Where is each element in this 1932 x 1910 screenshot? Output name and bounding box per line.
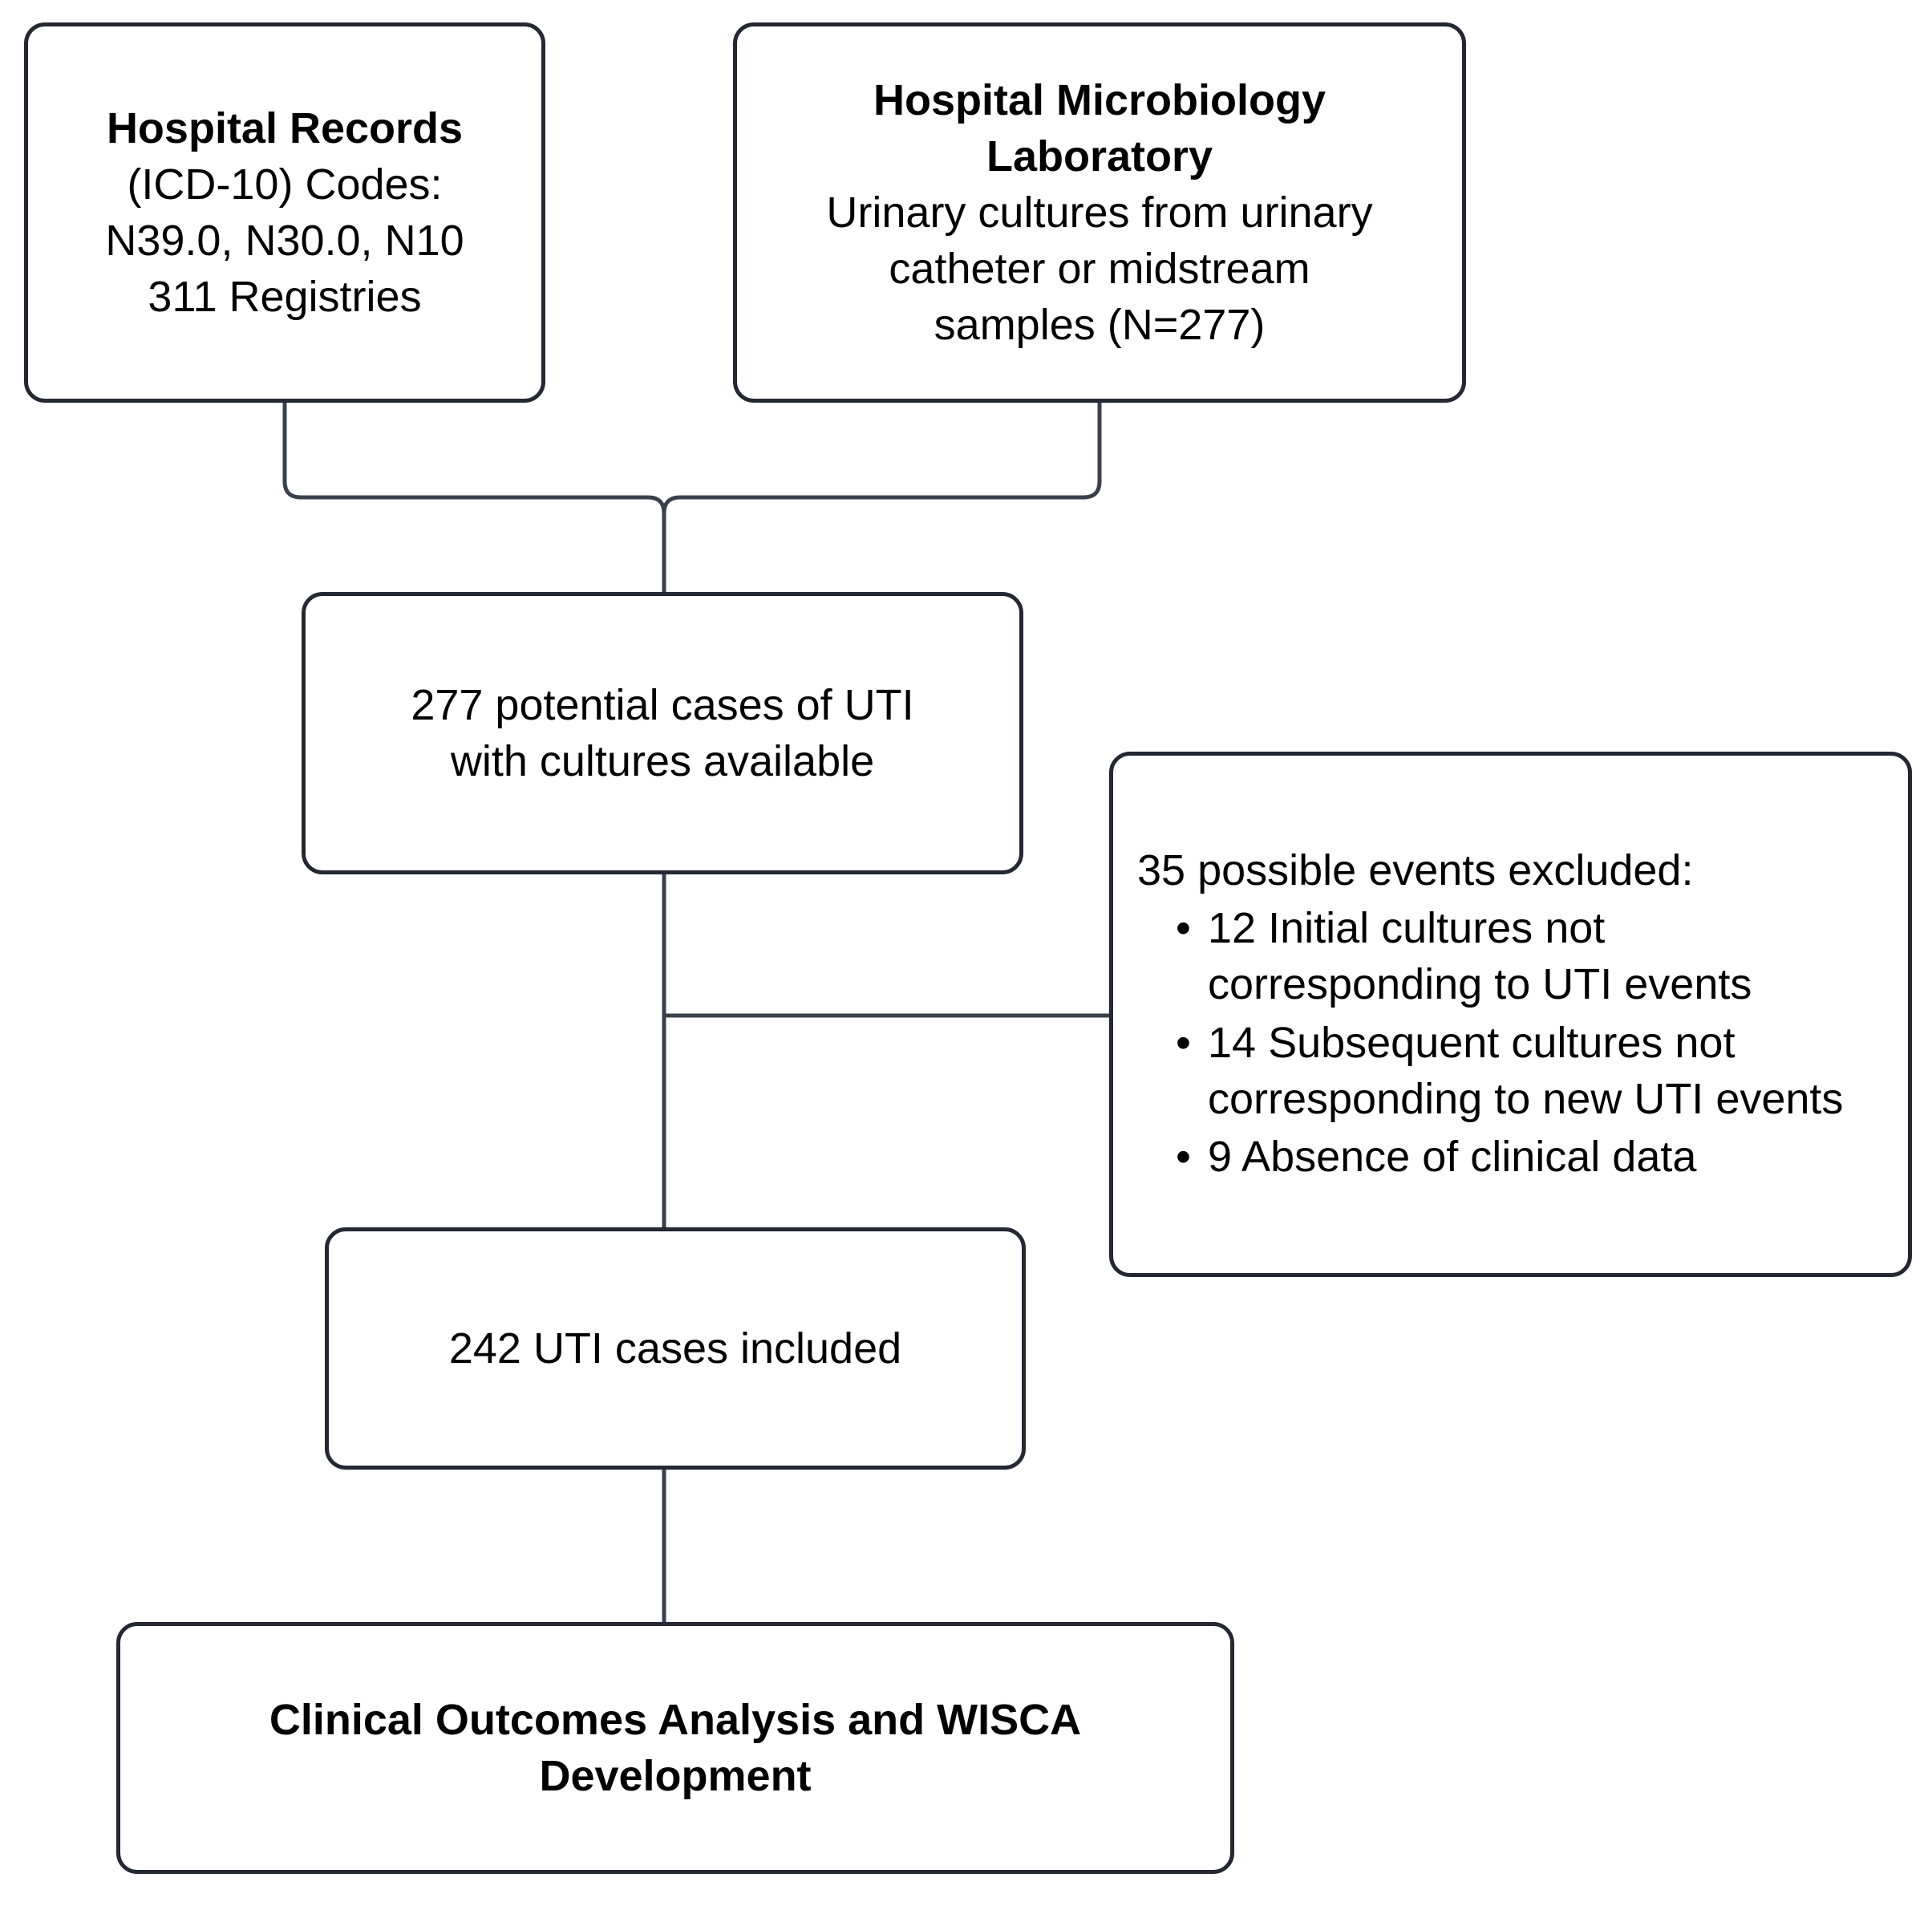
excluded-item-text: 9 Absence of clinical data	[1208, 1132, 1697, 1181]
node-outcomes-content: Clinical Outcomes Analysis and WISCA Dev…	[141, 1692, 1209, 1804]
node-included[interactable]: 242 UTI cases included	[325, 1227, 1026, 1470]
node-excluded[interactable]: 35 possible events excluded: • 12 Initia…	[1109, 752, 1912, 1277]
node-outcomes[interactable]: Clinical Outcomes Analysis and WISCA Dev…	[116, 1622, 1234, 1874]
excluded-item-text: 14 Subsequent cultures not corresponding…	[1208, 1018, 1844, 1123]
microbiology-lab-heading-line-1: Hospital Microbiology	[873, 75, 1326, 124]
microbiology-lab-heading-line-2: Laboratory	[986, 132, 1213, 180]
list-item: • 14 Subsequent cultures not correspondi…	[1173, 1015, 1887, 1127]
hospital-records-line-3: 311 Registries	[148, 273, 422, 322]
node-microbiology-lab-content: Hospital Microbiology Laboratory Urinary…	[758, 72, 1441, 354]
node-included-content: 242 UTI cases included	[350, 1320, 1001, 1377]
edge-lab-to-potential	[662, 403, 1102, 592]
hospital-records-heading: Hospital Records	[106, 103, 464, 152]
excluded-heading: 35 possible events excluded:	[1137, 846, 1694, 894]
bullet-icon: •	[1176, 1132, 1191, 1181]
potential-cases-line-1: 277 potential cases of UTI	[411, 680, 914, 729]
hospital-records-line-1: (ICD-10) Codes:	[127, 160, 443, 209]
excluded-item-text: 12 Initial cultures not corresponding to…	[1208, 904, 1752, 1009]
edge-records-to-potential	[282, 403, 666, 592]
node-potential-cases-content: 277 potential cases of UTI with cultures…	[326, 677, 998, 789]
bullet-icon: •	[1176, 1018, 1191, 1067]
list-item: • 12 Initial cultures not corresponding …	[1173, 900, 1887, 1012]
node-hospital-records-content: Hospital Records (ICD-10) Codes: N39.0, …	[49, 100, 520, 326]
excluded-list: • 12 Initial cultures not corresponding …	[1137, 900, 1887, 1185]
list-item: • 9 Absence of clinical data	[1173, 1129, 1887, 1185]
included-label: 242 UTI cases included	[448, 1324, 902, 1373]
outcomes-line-1: Clinical Outcomes Analysis and WISCA	[269, 1695, 1082, 1744]
node-microbiology-lab[interactable]: Hospital Microbiology Laboratory Urinary…	[733, 22, 1466, 403]
outcomes-line-2: Development	[539, 1752, 812, 1800]
microbiology-lab-line-1: Urinary cultures from urinary	[826, 188, 1373, 237]
node-excluded-content: 35 possible events excluded: • 12 Initia…	[1137, 842, 1887, 1186]
microbiology-lab-line-2: catheter or midstream	[889, 245, 1310, 294]
node-hospital-records[interactable]: Hospital Records (ICD-10) Codes: N39.0, …	[24, 22, 545, 403]
bullet-icon: •	[1176, 904, 1191, 953]
microbiology-lab-line-3: samples (N=277)	[934, 301, 1266, 350]
potential-cases-line-2: with cultures available	[450, 737, 875, 785]
node-potential-cases[interactable]: 277 potential cases of UTI with cultures…	[302, 592, 1023, 874]
hospital-records-line-2: N39.0, N30.0, N10	[105, 217, 464, 265]
